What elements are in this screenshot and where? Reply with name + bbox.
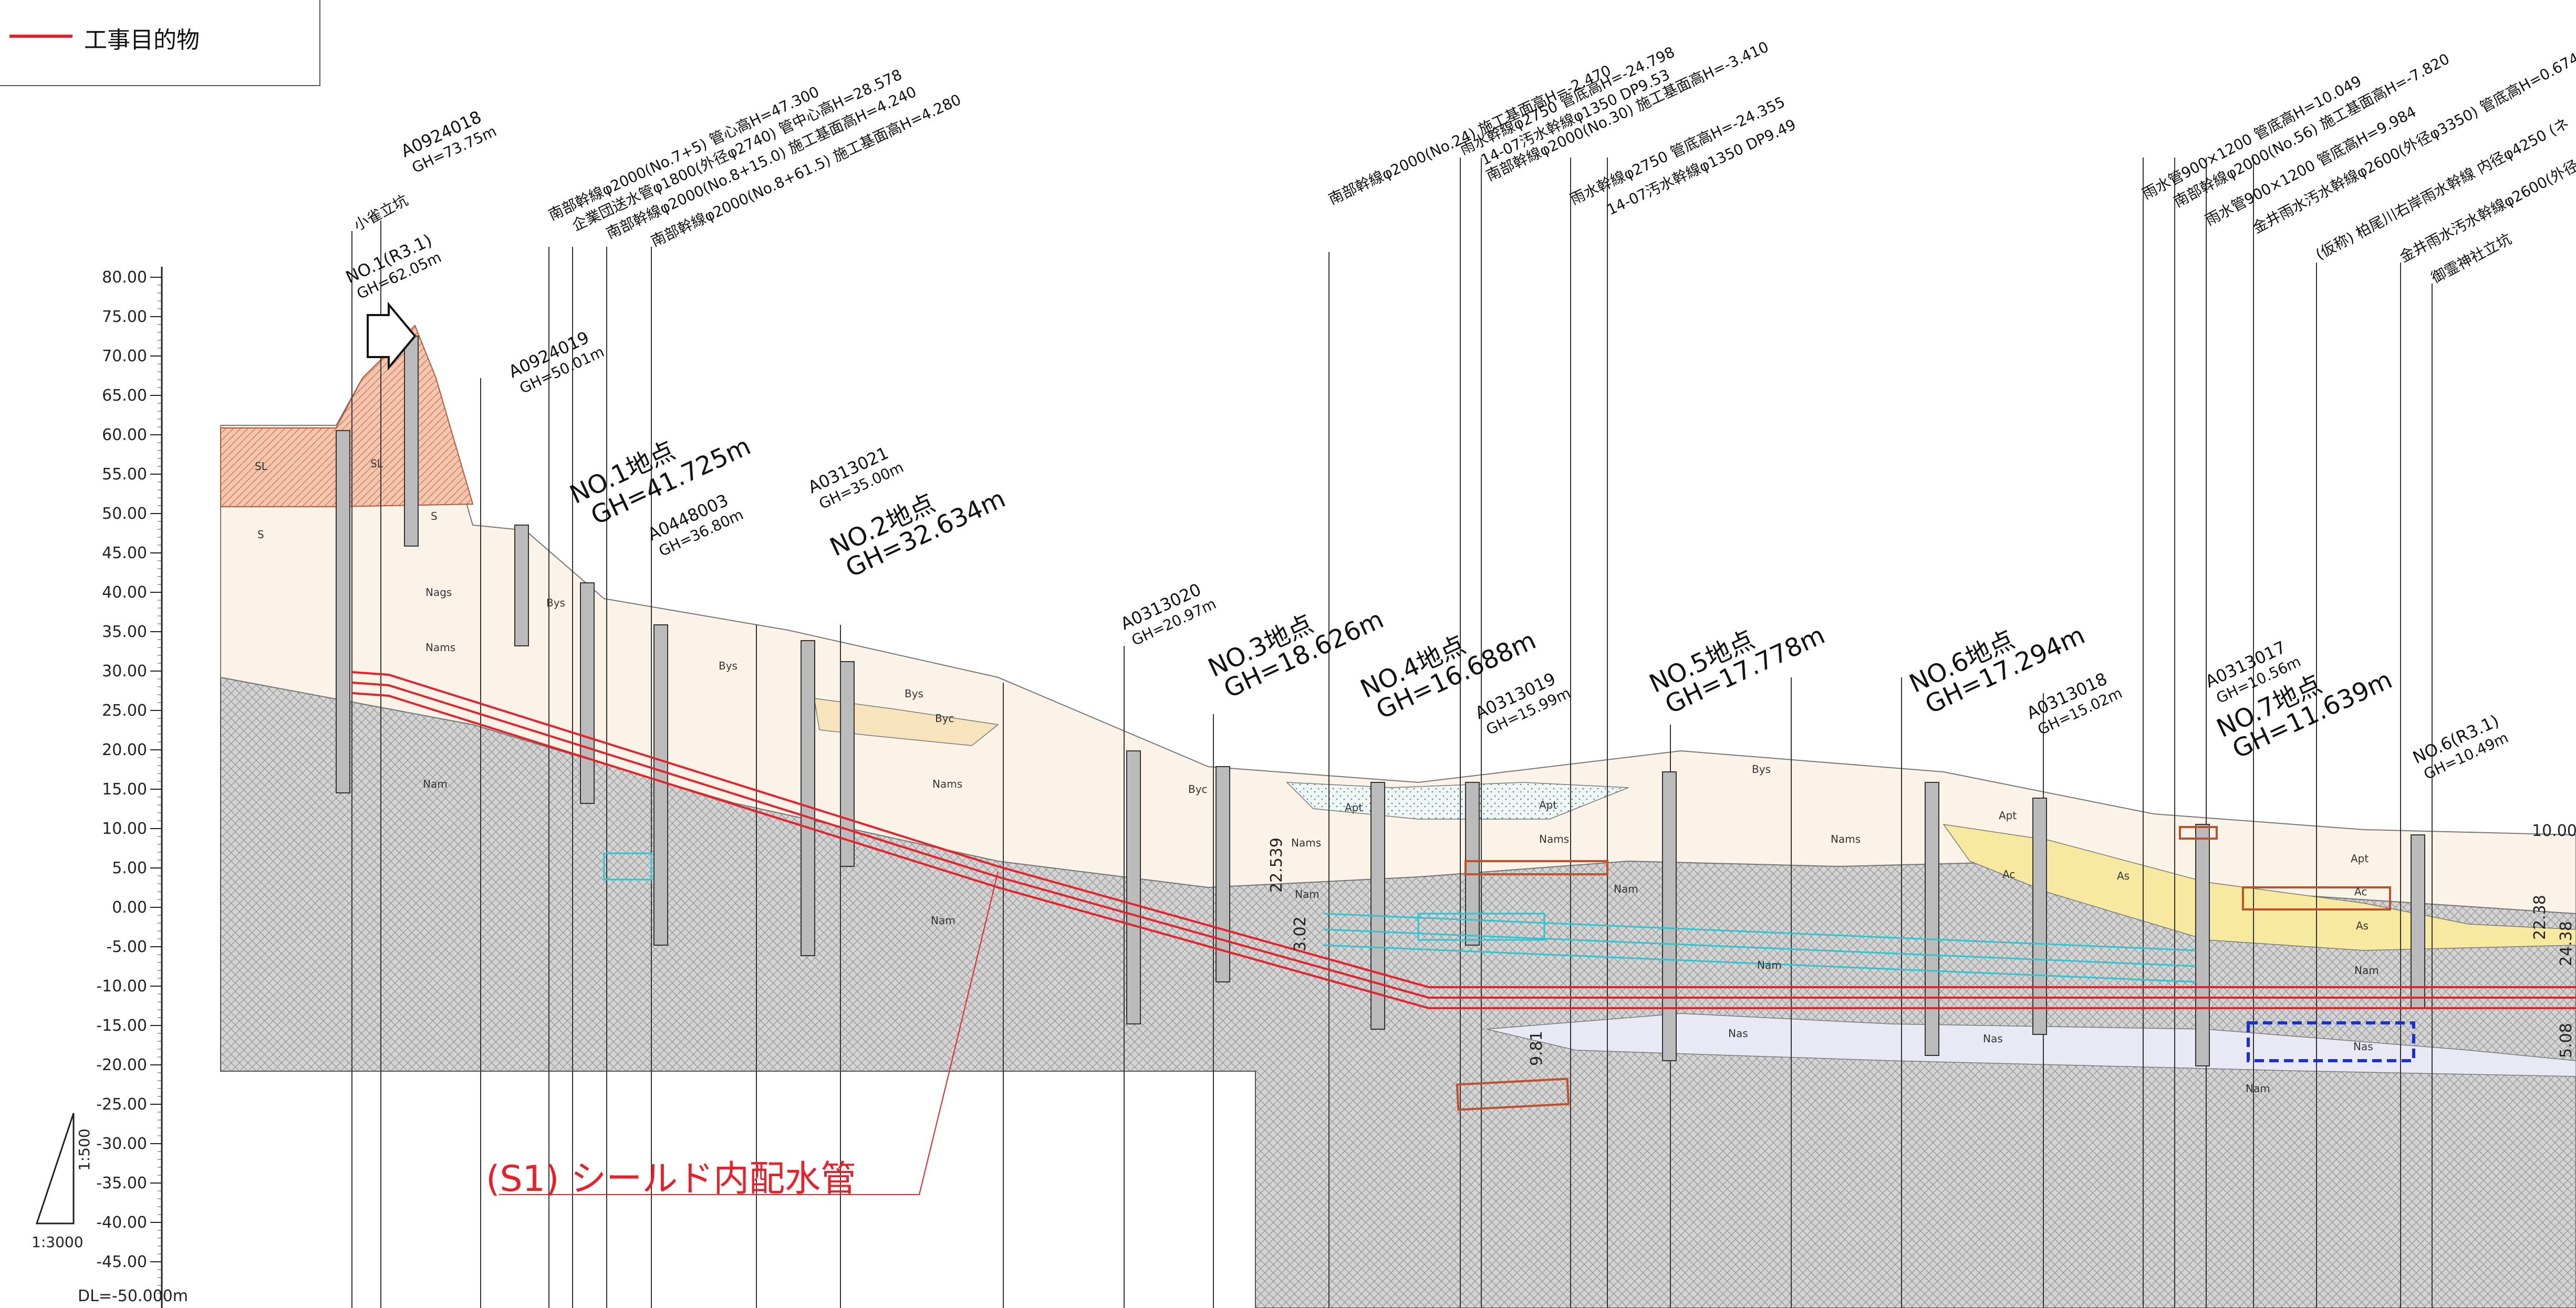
shield-callout-text: (S1) シールド内配水管 [486,1158,856,1200]
soil-label: Apt [1345,801,1363,814]
elevation-scale: 80.00 75.00 70.00 65.00 60.00 55.00 50.00 45.00… [96,267,163,1308]
dimension-label: 5.08 [2557,1023,2575,1058]
soil-label: Nam [1614,883,1638,895]
soil-label: As [2356,919,2369,932]
scale-tick-label: 70.00 [102,347,147,365]
soil-label: Byc [935,712,954,725]
scale-tick-label: -35.00 [96,1174,147,1192]
soil-label: Nags [425,586,452,599]
scale-tick-label: -5.00 [106,938,147,956]
scale-tick-label: 15.00 [102,780,147,799]
soil-label: Byc [1188,783,1208,796]
soil-label: Nam [931,914,955,927]
scale-tick-label: -30.00 [96,1135,147,1153]
scale-tick-label: 75.00 [102,308,147,326]
scale-tick-label: 65.00 [102,386,147,405]
legend-box: 工事目的物 [0,0,320,86]
soil-label: Nam [1295,888,1320,901]
soil-label: Nas [2353,1040,2373,1053]
scale-tick-label: 55.00 [102,465,147,484]
scale-tick-label: 35.00 [102,623,147,641]
soil-label: Bys [546,597,565,609]
soil-label: Nam [2354,964,2379,977]
dimension-label: 10.00 [2532,822,2576,840]
soil-label: Nas [1728,1027,1748,1040]
clay-lens-byc [814,698,999,746]
legend-line-swatch [9,35,72,38]
soil-label: Nam [423,778,448,790]
scale-tick-label: -45.00 [96,1253,147,1271]
soil-label: S [257,528,264,541]
soil-label: Apt [2351,852,2369,865]
borehole-columns [336,336,2425,1066]
soil-label: SL [370,457,383,470]
scale-tick-label: 30.00 [102,662,147,681]
scale-ratio-triangle [35,1113,75,1225]
scale-tick-label: -15.00 [96,1017,147,1035]
soil-label: Bys [1752,763,1771,776]
scale-tick-label: -25.00 [96,1095,147,1114]
soil-label: Nam [2246,1082,2270,1095]
scale-tick-label: 25.00 [102,702,147,720]
annotation-label: 南部幹線φ2000(No.56) 施工基面高H=-7.820 [2171,50,2453,211]
dimension-label: 3.02 [1291,916,1310,951]
soil-label: Nams [1831,833,1861,845]
soil-label: Nas [1983,1032,2003,1045]
scale-tick-label: 45.00 [102,544,147,562]
shield-water-pipe [351,671,2576,1009]
highlight-box [2247,1021,2415,1062]
dimension-label: 22.539 [1268,838,1286,893]
pipe-annotation-labels: 小雀立坑 南部幹線φ2000(No.7+5) 管心高H=47.300 企業団送水… [351,38,2576,287]
existing-sewer-pipes [603,852,2196,983]
scale-tick-label: 50.00 [102,505,147,523]
soil-label: Nams [932,778,962,790]
scale-tick-label: 80.00 [102,268,147,287]
scale-tick-label: 40.00 [102,583,147,602]
datum-label: DL=-50.000m [78,1287,188,1305]
soil-label: Apt [1999,809,2017,822]
scale-tick-label: -40.00 [96,1213,147,1232]
soil-label: Ac [2002,868,2015,881]
scale-tick-label: 0.00 [112,898,147,917]
dimension-label: 22.38 [2531,895,2549,940]
dimension-label: 9.81 [1528,1031,1546,1066]
soil-label: As [2117,870,2130,882]
soil-label: SL [255,460,268,473]
leader-lines [351,158,2433,1308]
soil-label: Ac [2354,885,2367,898]
dimension-label: 24.38 [2557,921,2575,966]
soil-labels: SL SL S S Nags Nams Bys Bys Byc Bys Nams… [255,457,2379,1095]
soil-label: Nams [1539,833,1569,845]
vertical-scale-label: 1:500 [76,1128,93,1171]
scale-tick-label: 60.00 [102,426,147,444]
soil-label: Apt [1539,799,1557,811]
scale-tick-label: 10.00 [102,820,147,838]
other-structures [1456,826,2391,1111]
soil-label: Nams [1291,836,1321,849]
bedrock-layer [220,676,2576,1308]
soil-label: Nams [425,641,455,654]
soil-label: Bys [905,687,923,700]
arrow-marker-icon [367,301,417,371]
scale-tick-label: -20.00 [96,1056,147,1074]
scale-tick-label: 20.00 [102,741,147,759]
soil-label: Nam [1757,959,1782,971]
dimension-labels: 22.539 3.02 9.81 22.38 24.38 5.08 10.00 [1268,822,2576,1066]
scale-tick-label: -10.00 [96,977,147,996]
soil-label: S [431,510,438,522]
horizontal-scale-label: 1:3000 [32,1233,84,1251]
legend-label: 工事目的物 [84,27,200,54]
callout-leader [499,871,999,1195]
scale-tick-label: 5.00 [112,859,147,877]
soil-label: Bys [719,660,738,672]
